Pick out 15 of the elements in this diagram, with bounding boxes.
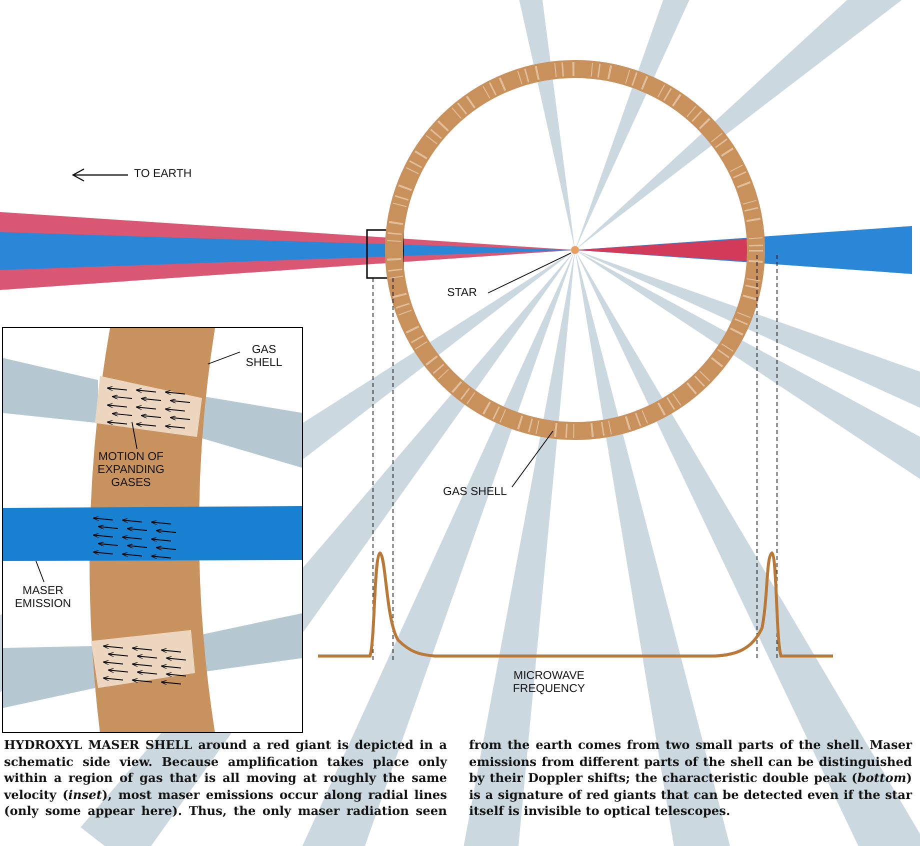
callout-label: STAR [440, 287, 484, 300]
axis-label: MICROWAVE FREQUENCY [512, 670, 586, 696]
callout-label: GAS SHELL [239, 344, 289, 370]
callout-label: MASER EMISSION [11, 585, 75, 611]
leader-line [36, 560, 44, 582]
gas-patch [95, 376, 202, 437]
leader-line [208, 352, 240, 364]
leader-line [132, 422, 138, 450]
maser-beam [3, 506, 302, 561]
callout-label: MOTION OF EXPANDING GASES [81, 451, 181, 490]
direction-label: TO EARTH [134, 168, 193, 181]
leader-line [512, 430, 554, 488]
callout-label: GAS SHELL [430, 486, 520, 499]
caption-text: HYDROXYL MASER SHELL around a red giant is depicted in a schematic side view. Because amplification takes place only within a region of gas that is all moving at roughly the same velocity (inset), most maser emissions occur along radial lines (only some appear here). Thus, the only maser radiation seen from the earth comes from two small parts of the shell. Maser emissions from different parts of the shell can be distinguished by their Doppler shifts; the characteristic double peak (bottom) is a signature of red giants that can be detected even if the star itself is invisible to optical telescopes. [4, 737, 912, 820]
gas-shell-ring [385, 60, 765, 440]
